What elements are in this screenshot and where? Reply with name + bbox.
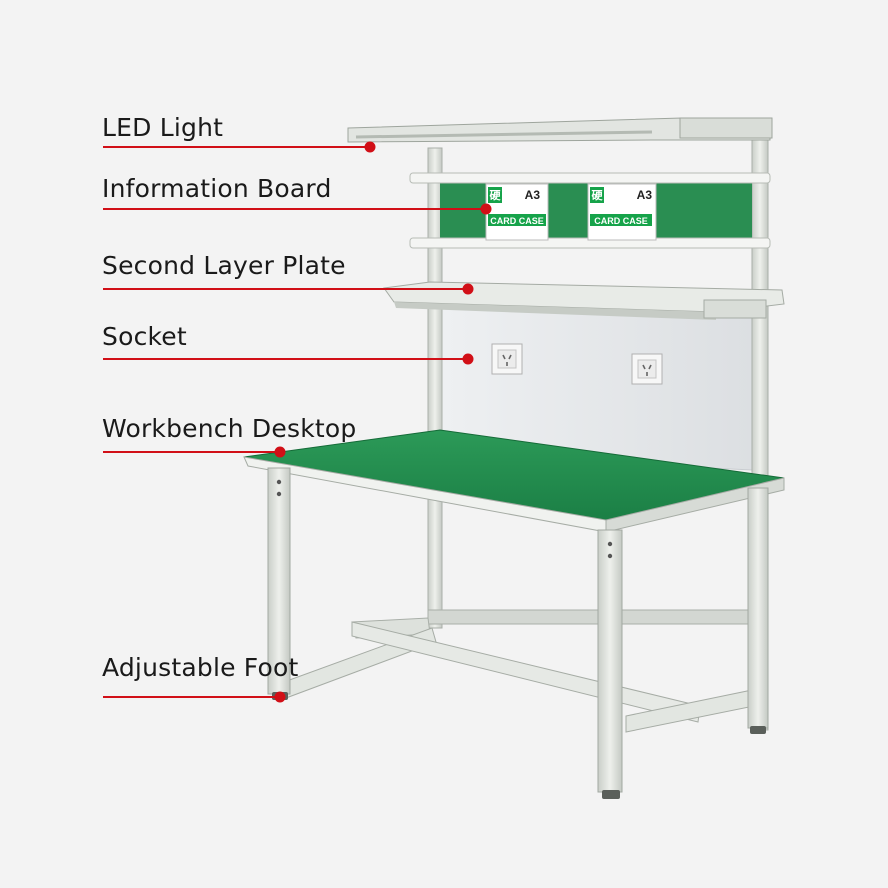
callout-adjustable-foot: Adjustable Foot — [102, 653, 299, 682]
adjustable-foot-rear-right — [750, 726, 766, 734]
leader-lines — [103, 141, 492, 703]
upright-left-rear — [427, 147, 443, 629]
svg-text:硬: 硬 — [490, 189, 502, 202]
rear-leg-right — [747, 487, 769, 729]
svg-text:A3: A3 — [637, 188, 653, 202]
board-rail-top — [409, 172, 771, 184]
callout-information-board: Information Board — [102, 174, 332, 203]
callout-second-layer-plate: Second Layer Plate — [102, 251, 346, 280]
callout-socket: Socket — [102, 322, 187, 351]
callout-led-light: LED Light — [102, 113, 224, 142]
svg-text:A3: A3 — [525, 188, 541, 202]
socket-icon — [491, 343, 523, 375]
card-case-1: 硬 A3 CARD CASE — [485, 183, 549, 241]
socket-icon — [631, 353, 663, 385]
callout-workbench-desktop: Workbench Desktop — [102, 414, 357, 443]
svg-text:硬: 硬 — [592, 189, 604, 202]
card-case-2: 硬 A3 CARD CASE — [587, 183, 657, 241]
svg-text:CARD CASE: CARD CASE — [594, 216, 648, 226]
front-leg-right — [597, 529, 623, 793]
lower-stretcher-front — [351, 621, 701, 723]
svg-text:CARD CASE: CARD CASE — [490, 216, 544, 226]
adjustable-foot-front-right — [602, 790, 620, 799]
